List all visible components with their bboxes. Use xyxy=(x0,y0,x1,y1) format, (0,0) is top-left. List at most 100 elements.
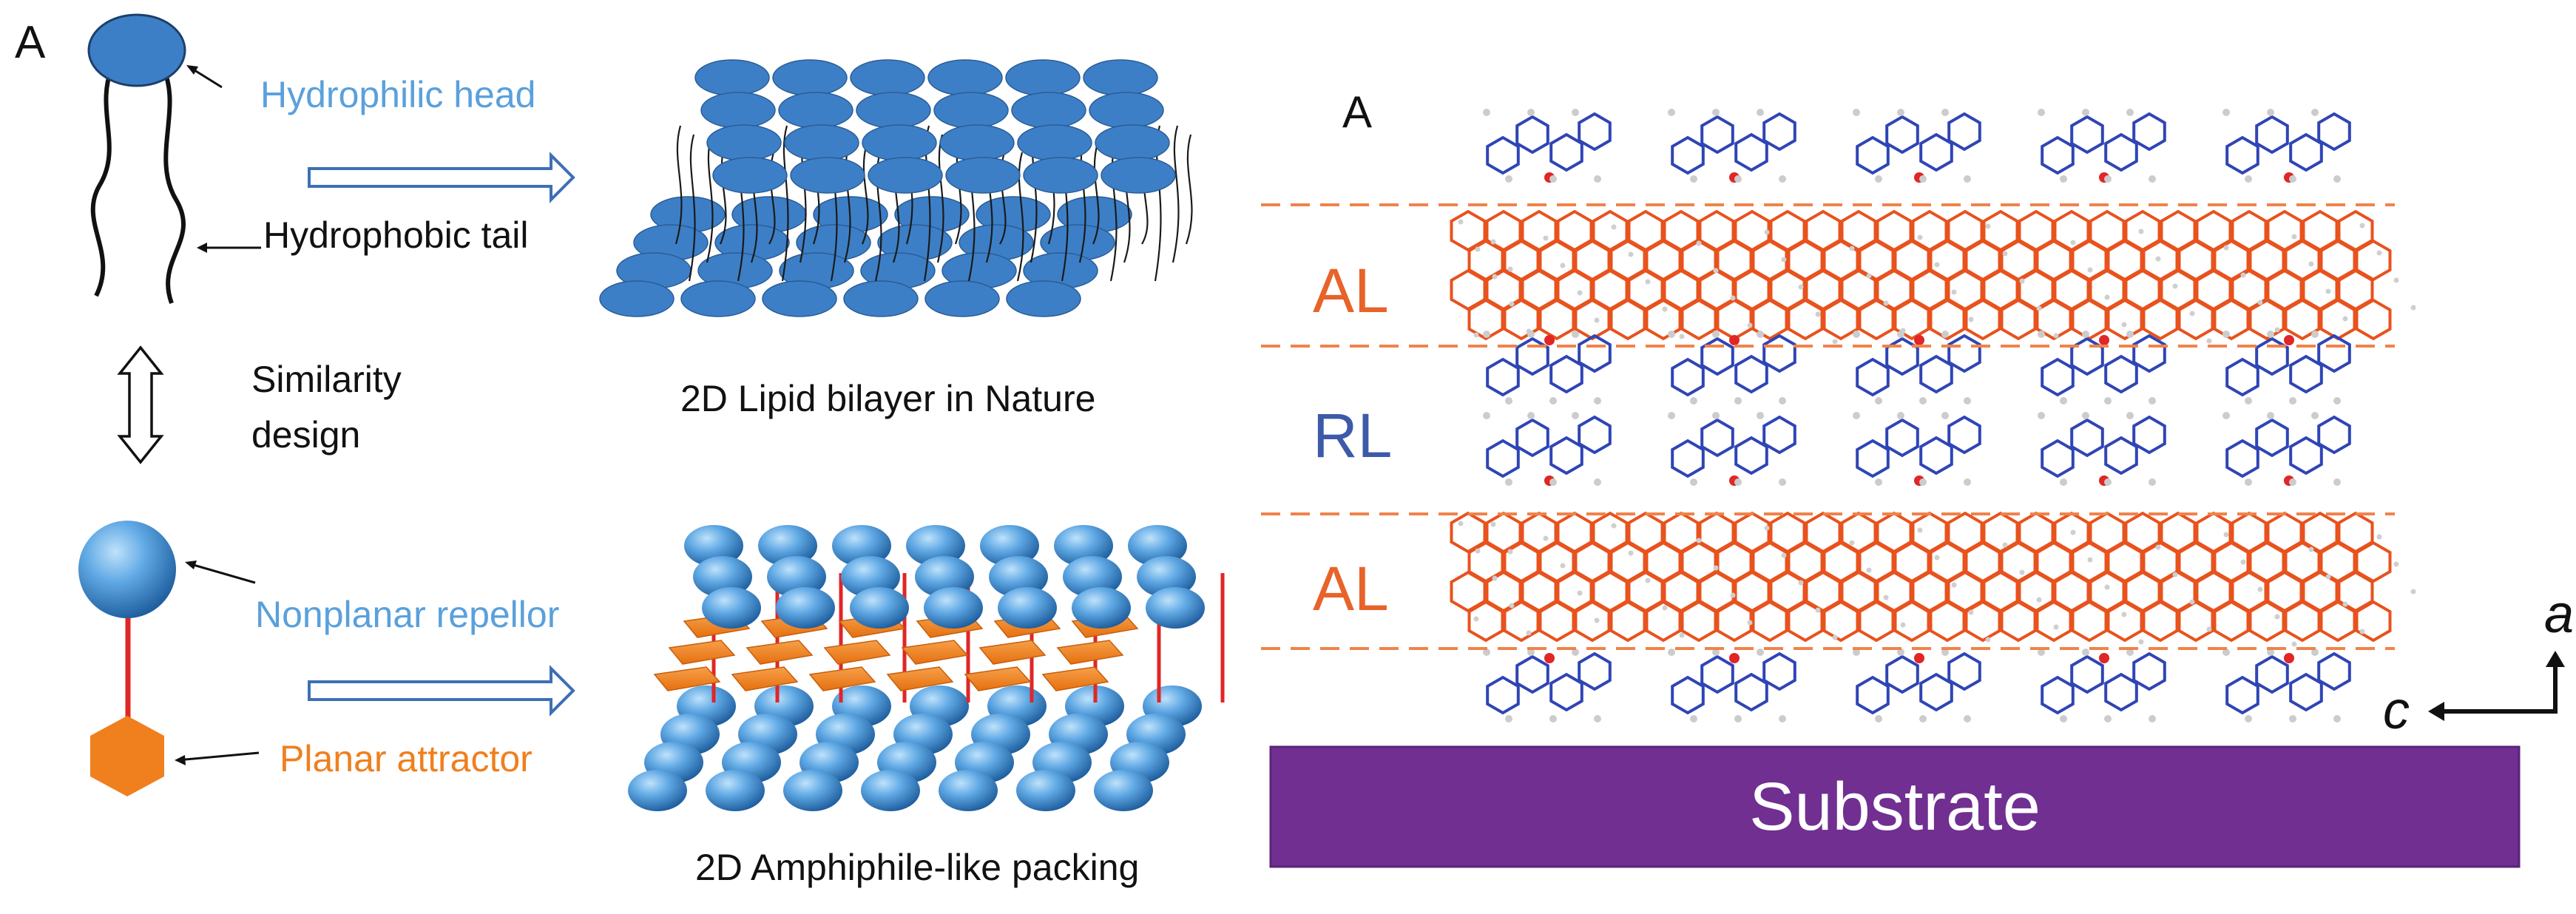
lipid-head-ellipse xyxy=(772,59,848,96)
hydrogen-atom xyxy=(1483,649,1490,656)
attractor-ring xyxy=(2142,298,2179,341)
hydrogen-atom xyxy=(1757,412,1764,419)
hydrogen-atom xyxy=(1594,397,1601,404)
hydrogen-atom xyxy=(1866,567,1872,573)
hydrogen-atom xyxy=(2138,639,2144,645)
packing-ball xyxy=(939,770,998,811)
attractor-ring xyxy=(2355,298,2392,341)
hydrogen-atom xyxy=(1985,223,1991,229)
hydrogen-atom xyxy=(1934,262,1940,268)
linker-atom xyxy=(1544,335,1555,345)
attractor-ring xyxy=(2106,298,2143,341)
repellor-ring xyxy=(2289,672,2323,712)
linker-atom xyxy=(1729,653,1740,663)
hydrogen-atom xyxy=(2155,544,2161,550)
hydrogen-atom xyxy=(1549,175,1557,183)
repellor-molecule xyxy=(1483,649,1612,722)
panel-letter-left: A xyxy=(15,17,46,68)
hydrogen-atom xyxy=(1668,331,1675,338)
axis-label-c: c xyxy=(2383,681,2410,740)
hydrogen-atom xyxy=(2289,397,2296,404)
lipid-tail xyxy=(1016,152,1024,282)
hydrogen-atom xyxy=(2087,267,2093,273)
repellor-molecule xyxy=(1668,412,1796,486)
repellor-ring xyxy=(1734,132,1768,172)
lipid-head-ellipse xyxy=(1083,59,1158,96)
hydrogen-atom xyxy=(1919,478,1927,486)
attractor-ring xyxy=(2319,298,2356,341)
hydrogen-atom xyxy=(2121,322,2127,328)
attractor-ring xyxy=(1858,600,1895,643)
substrate-label: Substrate xyxy=(1749,769,2041,844)
hydrogen-atom xyxy=(1757,331,1764,338)
hydrogen-atom xyxy=(1781,257,1787,263)
hydrogen-atom xyxy=(2325,574,2331,580)
hydrogen-atom xyxy=(2359,629,2365,634)
hydrogen-atom xyxy=(1594,617,1600,623)
repellor-ring xyxy=(2255,418,2289,458)
attractor-ring xyxy=(1929,298,1966,341)
packing-ball xyxy=(706,770,765,811)
packing-ball xyxy=(776,587,835,629)
hydrogen-atom xyxy=(2019,569,2025,575)
hydrogen-atom xyxy=(2223,245,2229,251)
linker-atom xyxy=(1914,653,1924,663)
linker-atom xyxy=(1544,653,1555,663)
repellor-molecule xyxy=(1853,109,1981,183)
lipid-tail xyxy=(936,134,944,263)
repellor-ring xyxy=(2132,651,2166,691)
lipid-head-ellipse xyxy=(1017,124,1092,161)
lipid-head-ellipse xyxy=(1089,92,1164,129)
repellor-ring xyxy=(1885,115,1919,155)
hydrogen-atom xyxy=(2245,175,2252,183)
attractor-ring xyxy=(2142,600,2179,643)
linker-atom xyxy=(1914,335,1924,345)
packing-ball xyxy=(1016,770,1075,811)
hydrogen-atom xyxy=(1875,175,1882,183)
hydrogen-atom xyxy=(1883,595,1889,600)
hydrogen-atom xyxy=(1577,290,1583,296)
hydrogen-atom xyxy=(1964,397,1971,404)
repellor-ring xyxy=(2225,439,2259,478)
lipid-head-ellipse xyxy=(680,280,756,317)
amphiphile-packing-caption: 2D Amphiphile-like packing xyxy=(695,847,1139,888)
repellor-ring xyxy=(1700,115,1734,155)
hydrogen-atom xyxy=(1492,575,1498,581)
packing-plate xyxy=(653,666,721,691)
repellor-ring xyxy=(2070,115,2104,155)
attractor-ring xyxy=(1467,298,1504,341)
repellor-molecule xyxy=(2038,412,2166,486)
hydrogen-atom xyxy=(1798,284,1804,290)
lipid-head-ellipse xyxy=(778,92,853,129)
hydrogen-atom xyxy=(1505,715,1512,722)
hydrogen-atom xyxy=(2189,311,2195,316)
repellor-ring xyxy=(1856,357,1890,397)
lipid-head-ellipse xyxy=(700,92,776,129)
hydrogen-atom xyxy=(2267,412,2274,419)
repellor-molecule xyxy=(2222,109,2351,183)
repellor-ring xyxy=(2041,439,2075,478)
attractor-ring xyxy=(1609,298,1646,341)
hydrogen-atom xyxy=(1505,397,1512,404)
hydrogen-atom xyxy=(1897,412,1904,419)
axis-label-a: a xyxy=(2544,585,2574,644)
repellor-ring xyxy=(2289,132,2323,172)
lipid-head-ellipse xyxy=(706,124,782,161)
hydrogen-atom xyxy=(1832,339,1838,345)
lipid-head-ellipse xyxy=(1101,157,1176,194)
hydrogen-atom xyxy=(2376,250,2382,256)
repellor-ring xyxy=(1856,439,1890,478)
hydrogen-atom xyxy=(1779,397,1786,404)
attractor-ring xyxy=(2284,298,2321,341)
hydrogen-atom xyxy=(2189,599,2195,605)
hydrogen-atom xyxy=(1730,592,1736,598)
hydrogen-atom xyxy=(1662,605,1668,611)
bilayer-bottom-leaflet xyxy=(599,196,1132,317)
hydrogen-atom xyxy=(1764,525,1770,531)
hydrogen-atom xyxy=(1594,175,1601,183)
repellor-ring xyxy=(1515,418,1549,458)
hydrogen-atom xyxy=(1560,263,1566,268)
repellor-ring xyxy=(1671,135,1705,175)
hydrogen-atom xyxy=(1951,582,1957,588)
similarity-label: Similarity xyxy=(251,359,402,400)
